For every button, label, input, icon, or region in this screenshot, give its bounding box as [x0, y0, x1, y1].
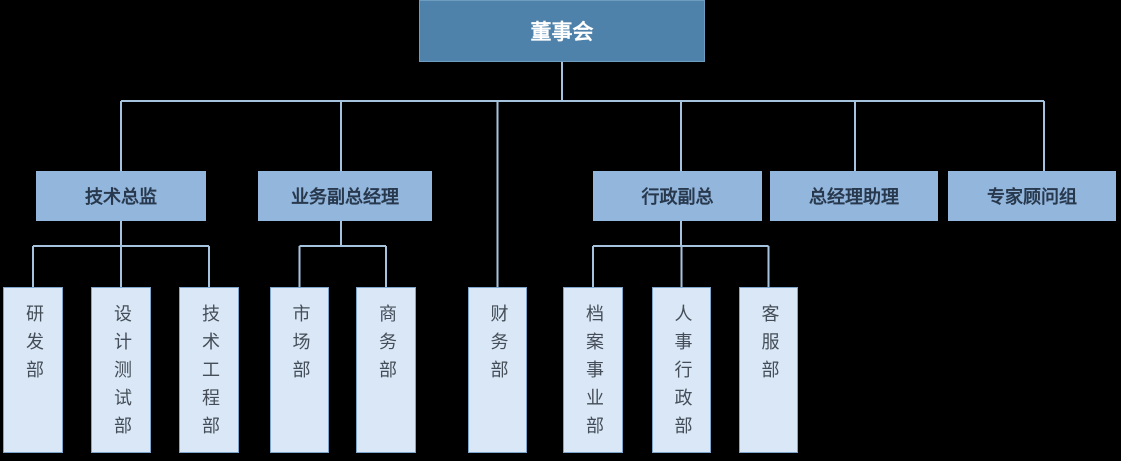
node-board: 董事会	[419, 0, 705, 62]
node-admin-deputy-gm: 行政副总	[593, 171, 762, 221]
node-tech-director: 技术总监	[36, 171, 206, 221]
node-tech-director-label: 技术总监	[85, 187, 157, 208]
node-customer-service-dept-label: 客服部	[758, 304, 780, 388]
node-marketing-dept: 市场部	[270, 287, 329, 453]
node-customer-service-dept: 客服部	[739, 287, 798, 453]
node-hr-admin-dept: 人事行政部	[652, 287, 711, 453]
node-gm-assistant: 总经理助理	[770, 171, 938, 221]
node-marketing-dept-label: 市场部	[289, 304, 311, 388]
node-business-deputy-gm: 业务副总经理	[258, 171, 432, 221]
node-gm-assistant-label: 总经理助理	[809, 187, 899, 208]
node-commerce-dept-label: 商务部	[376, 304, 397, 388]
node-rd-dept-label: 研发部	[23, 304, 44, 388]
node-admin-deputy-gm-label: 行政副总	[641, 187, 714, 208]
node-rd-dept: 研发部	[3, 287, 63, 453]
connector-path	[32, 62, 1045, 287]
node-finance-dept-label: 财务部	[487, 304, 509, 388]
node-commerce-dept: 商务部	[356, 287, 416, 453]
node-finance-dept: 财务部	[468, 287, 527, 453]
node-board-label: 董事会	[530, 20, 594, 44]
node-archives-dept: 档案事业部	[563, 287, 623, 453]
node-archives-dept-label: 档案事业部	[583, 304, 604, 444]
node-tech-engineering-dept-label: 技术工程部	[199, 304, 220, 444]
node-business-deputy-gm-label: 业务副总经理	[291, 187, 399, 208]
node-expert-advisors-label: 专家顾问组	[987, 187, 1077, 208]
node-expert-advisors: 专家顾问组	[948, 171, 1116, 221]
node-design-test-dept: 设计测试部	[91, 287, 151, 453]
node-tech-engineering-dept: 技术工程部	[179, 287, 239, 453]
node-hr-admin-dept-label: 人事行政部	[671, 304, 693, 444]
node-design-test-dept-label: 设计测试部	[111, 304, 132, 444]
